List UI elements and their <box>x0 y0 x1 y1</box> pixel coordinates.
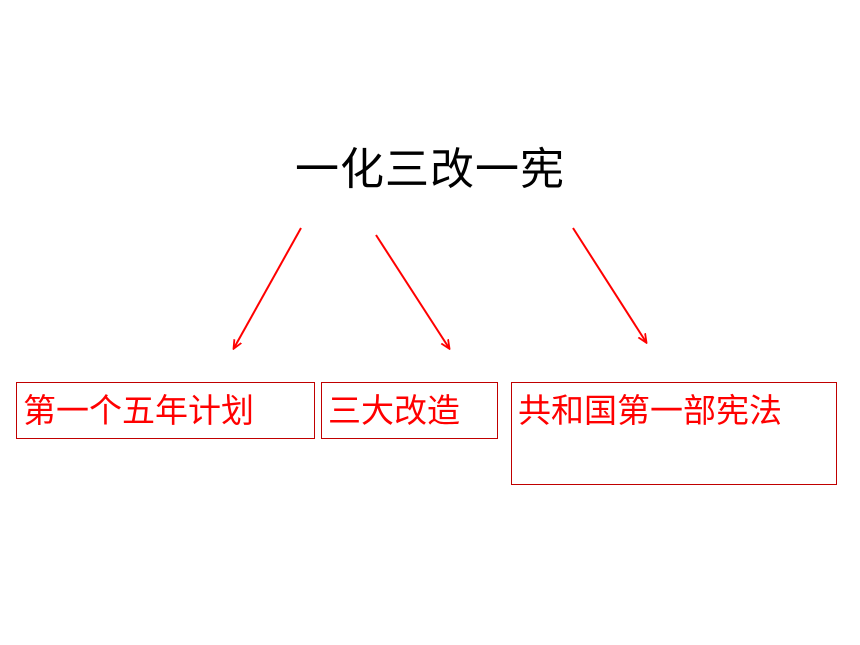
branch-label: 共和国第一部宪法 <box>518 391 782 430</box>
arrow-to-first-five-year-plan <box>234 227 302 348</box>
branch-label: 三大改造 <box>328 391 460 430</box>
branch-label: 第一个五年计划 <box>23 391 254 430</box>
arrow-to-three-transformations <box>375 234 449 348</box>
branch-box-first-constitution: 共和国第一部宪法 <box>511 382 837 485</box>
branch-box-first-five-year-plan: 第一个五年计划 <box>16 382 315 439</box>
diagram-title: 一化三改一宪 <box>295 144 565 195</box>
branch-box-three-transformations: 三大改造 <box>321 382 498 439</box>
arrow-to-first-constitution <box>572 227 646 342</box>
